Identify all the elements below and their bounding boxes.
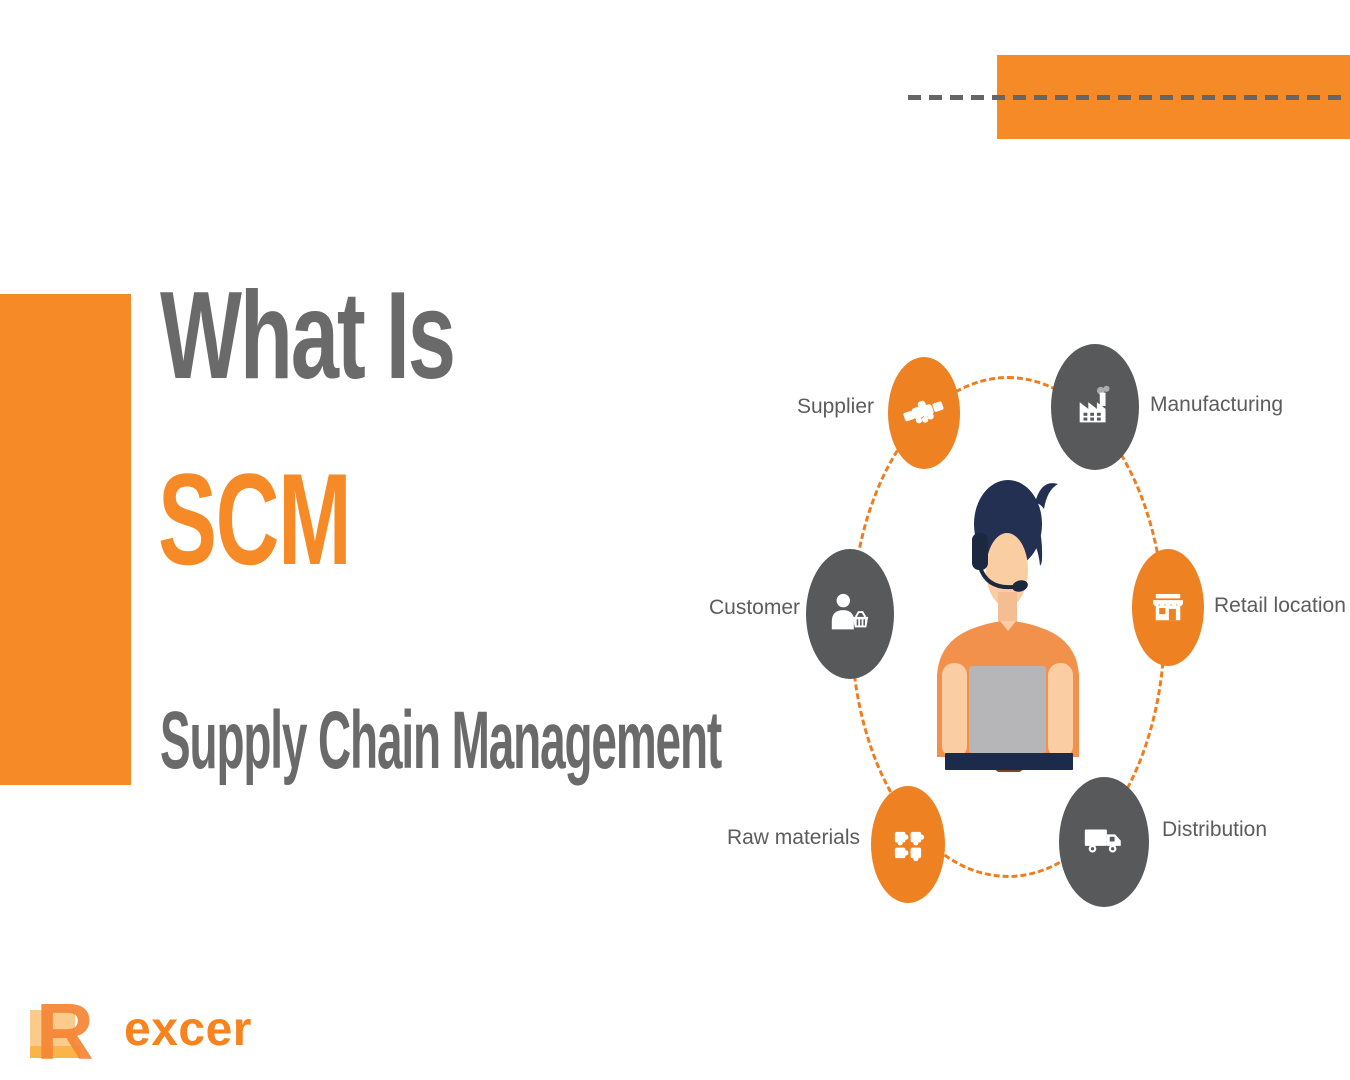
heading-what-is: What Is — [160, 267, 456, 405]
rexcer-logo-mark: R — [28, 990, 98, 1072]
heading-scm: SCM — [158, 446, 352, 592]
storefront-icon — [1153, 593, 1183, 620]
rexcer-logo: R excer — [28, 990, 288, 1072]
left-orange-bar — [0, 294, 131, 785]
retail-location-node — [1132, 549, 1204, 666]
handshake-icon — [903, 400, 944, 424]
retail-location-label: Retail location — [1214, 594, 1346, 617]
heading-supply-chain-management: Supply Chain Management — [160, 695, 722, 786]
distribution-label: Distribution — [1162, 818, 1268, 841]
distribution-node — [1059, 777, 1149, 907]
supplier-label: Supplier — [796, 395, 874, 418]
customer-node — [806, 549, 894, 679]
logo-r-glyph: R — [36, 987, 94, 1076]
manufacturing-label: Manufacturing — [1150, 393, 1284, 416]
truck-icon — [1084, 829, 1121, 853]
supplier-node — [888, 357, 960, 469]
customer-label: Customer — [708, 596, 800, 619]
customer-basket-icon — [831, 593, 869, 630]
factory-icon — [1079, 385, 1110, 423]
logo-square-light — [30, 1010, 75, 1052]
logo-square-deep — [30, 1046, 80, 1058]
logo-wordmark: excer — [124, 1003, 252, 1056]
support-agent-illustration — [937, 480, 1079, 772]
puzzle-pieces-icon — [894, 831, 925, 861]
raw-materials-node — [871, 786, 945, 903]
top-dashed-line — [908, 95, 1346, 100]
manufacturing-node — [1051, 344, 1139, 470]
raw-materials-label: Raw materials — [726, 826, 860, 849]
